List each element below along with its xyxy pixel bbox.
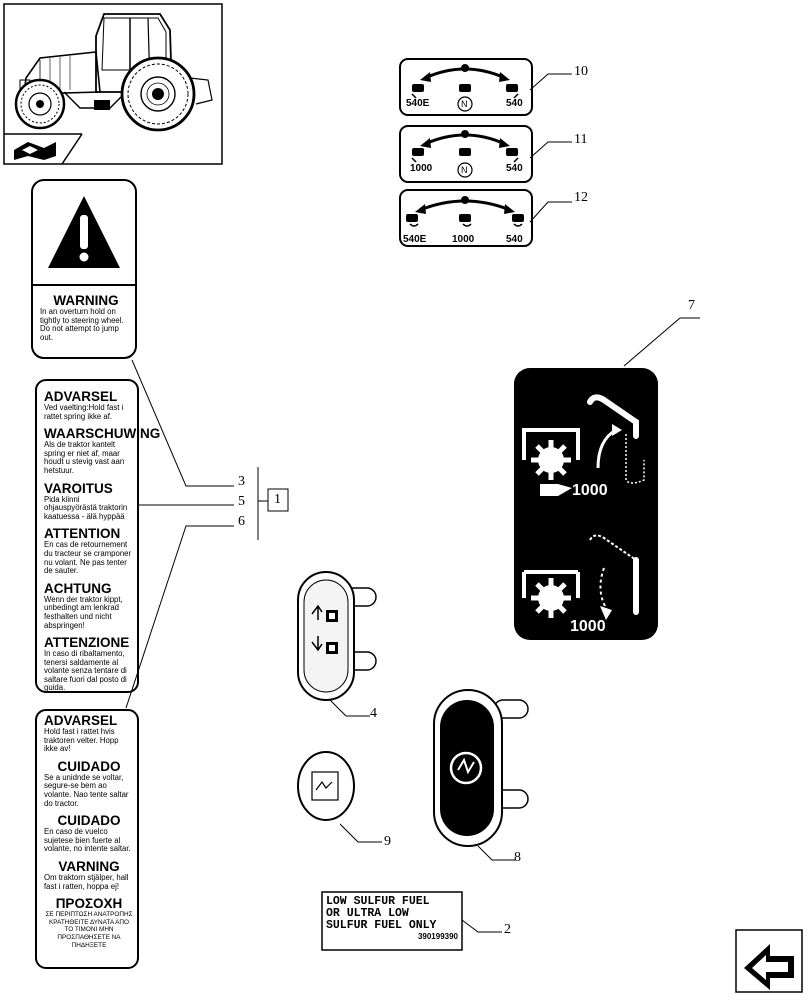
neutral-symbol: N	[461, 165, 468, 175]
lang-block: VAROITUS Pida kiinni ohjauspyörästä trak…	[44, 480, 134, 522]
fuel-decal-outline	[321, 891, 463, 951]
warning-text: In an overturn hold on tightly to steeri…	[40, 307, 124, 342]
lang-block: CUIDADO En caso de vuelco sujetese bien …	[44, 814, 134, 854]
tractor-thumbnail	[3, 3, 223, 165]
lang-block: ADVARSEL Ved vaelting:Hold fast i rattet…	[44, 390, 134, 421]
lang-block: ΠΡΟΣΟΧΗ ΣΕ ΠΕΡΙΠΤΩΣΗ ΑΝΑΤΡΟΠΗΣ ΚΡΑΤΗΘΕΙΤ…	[44, 897, 134, 949]
fuel-decal: LOW SULFUR FUEL OR ULTRA LOW SULFUR FUEL…	[326, 895, 458, 942]
lang-text: Se a unidnde se voltar, segure-se bem ao…	[44, 772, 129, 808]
fuel-line: SULFUR FUEL ONLY	[326, 919, 437, 932]
lang-heading: VARNING	[58, 858, 120, 874]
pto-11-label-right: 540	[506, 163, 523, 174]
part-9-button	[297, 751, 355, 821]
neutral-symbol: N	[461, 99, 468, 109]
pto-12-label-left: 540E	[403, 234, 427, 245]
lang-block: CUIDADO Se a unidnde se voltar, segure-s…	[44, 758, 134, 808]
lang-heading: CUIDADO	[57, 758, 121, 774]
callout-6: 6	[238, 514, 245, 529]
callout-3: 3	[238, 474, 245, 489]
lang-text: Wenn der traktor kippt, unbedingt am len…	[44, 594, 123, 630]
pto-10-label-right: 540	[506, 98, 523, 109]
lang-text: Pida kiinni ohjauspyörästä traktorin kaa…	[44, 494, 128, 521]
multi-language-decal-2-outline	[35, 709, 139, 969]
pto-decal-10	[399, 58, 533, 116]
lang-heading: ATTENTION	[44, 526, 121, 542]
pto-7-upper-label: 1000	[572, 482, 608, 499]
lang-text: Als de traktor kantelt spring er niet af…	[44, 440, 125, 475]
fuel-line: LOW SULFUR FUEL	[326, 895, 430, 908]
pto-decal-7	[514, 368, 658, 640]
warning-heading: WARNING	[53, 293, 119, 308]
part-8-button	[433, 689, 529, 847]
callout-7: 7	[688, 298, 695, 313]
lang-block: ADVARSEL Hold fast i rattet hvis traktor…	[44, 714, 134, 754]
fuel-line: OR ULTRA LOW	[326, 907, 409, 920]
callout-12: 12	[574, 190, 588, 205]
callout-10: 10	[574, 64, 588, 79]
pto-10-label-left: 540E	[406, 98, 430, 109]
lang-text: En caso de vuelco sujetese bien fuerte a…	[44, 827, 131, 854]
callout-11: 11	[574, 132, 588, 147]
lang-text: Ved vaelting:Hold fast i rattet spring i…	[44, 403, 124, 421]
pto-12-label-right: 540	[506, 234, 523, 245]
multi-language-decal-2: ADVARSEL Hold fast i rattet hvis traktor…	[44, 708, 134, 949]
callout-1: 1	[274, 492, 281, 507]
lang-heading: ADVARSEL	[44, 713, 118, 728]
lang-block: ATTENTION En cas de retournement du trac…	[44, 527, 134, 575]
lang-heading: ΠΡΟΣΟΧΗ	[55, 896, 123, 912]
callout-8: 8	[514, 850, 521, 865]
pto-7-lower-label: 1000	[570, 618, 606, 635]
lang-heading: VAROITUS	[44, 480, 113, 496]
warning-decal-outline	[31, 179, 137, 359]
lang-text: En cas de retournement du tracteur se cr…	[44, 540, 132, 576]
book-icon	[14, 142, 56, 160]
part-4-button	[297, 571, 377, 701]
pto-11-label-left: 1000	[410, 163, 433, 174]
lang-text: ΣΕ ΠΕΡΙΠΤΩΣΗ ΑΝΑΤΡΟΠΗΣ ΚΡΑΤΗΘΕΙΤΕ ΔΥΝΑΤΑ…	[45, 911, 133, 949]
callout-4: 4	[370, 706, 377, 721]
lang-heading: WAARSCHUWING	[44, 426, 161, 442]
lang-heading: ACHTUNG	[44, 580, 112, 596]
multi-language-decal-1: ADVARSEL Ved vaelting:Hold fast i rattet…	[44, 384, 161, 693]
callout-5: 5	[238, 494, 245, 509]
pto-decal-12	[399, 189, 533, 247]
lang-text: Om traktorn stjälper, hall fast i ratten…	[44, 872, 129, 891]
lang-text: In caso di ribaltamento, tenersi saldame…	[44, 649, 127, 693]
next-page-arrow-icon[interactable]	[735, 929, 803, 993]
lang-block: WAARSCHUWING Als de traktor kantelt spri…	[44, 426, 161, 475]
callout-2: 2	[504, 922, 511, 937]
lang-block: ATTENZIONE In caso di ribaltamento, tene…	[44, 636, 134, 693]
lang-heading: ADVARSEL	[44, 389, 118, 404]
lang-text: Hold fast i rattet hvis traktoren velter…	[44, 727, 119, 754]
lang-block: ACHTUNG Wenn der traktor kippt, unbeding…	[44, 580, 134, 630]
lang-block: VARNING Om traktorn stjälper, hall fast …	[44, 858, 134, 891]
lang-heading: CUIDADO	[57, 813, 121, 829]
warning-decal: WARNING In an overturn hold on tightly t…	[40, 290, 132, 342]
fuel-part-number: 390199390	[417, 932, 458, 941]
multi-language-decal-1-outline	[35, 379, 139, 693]
lang-heading: ATTENZIONE	[44, 635, 130, 651]
pto-decal-11	[399, 125, 533, 183]
callout-9: 9	[384, 834, 391, 849]
pto-12-label-middle: 1000	[452, 234, 475, 245]
